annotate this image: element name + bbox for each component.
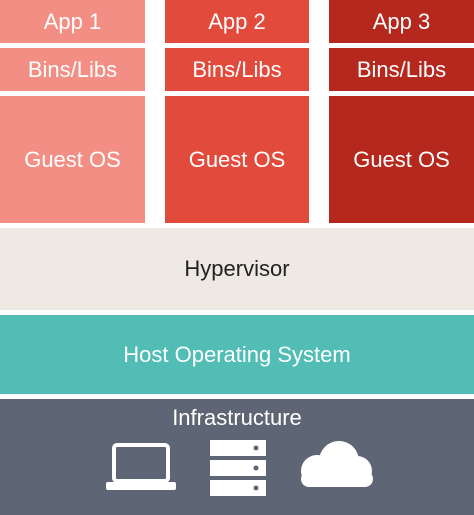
column-2-bins-libs: Bins/Libs [165, 48, 309, 91]
laptop-icon [106, 441, 176, 491]
column-3-bins-libs: Bins/Libs [329, 48, 474, 91]
column-3-guest-os: Guest OS [329, 96, 474, 223]
hypervisor-layer: Hypervisor [0, 228, 474, 310]
column-3-bins-libs-label: Bins/Libs [356, 56, 447, 82]
column-2-guest-os: Guest OS [165, 96, 309, 223]
host-os-layer: Host Operating System [0, 315, 474, 394]
hypervisor-label: Hypervisor [184, 256, 290, 281]
column-1-bins-libs-label: Bins/Libs [27, 56, 118, 82]
column-3-app: App 3 [329, 0, 474, 43]
column-2-bins-libs-label: Bins/Libs [192, 56, 282, 82]
column-2-app-label: App 2 [208, 8, 266, 34]
cloud-icon [295, 439, 375, 489]
column-1-app-label: App 1 [43, 8, 102, 34]
infrastructure-label: Infrastructure [172, 405, 302, 430]
column-3-guest-os-label: Guest OS [353, 146, 450, 172]
column-2-app: App 2 [165, 0, 309, 43]
column-1-bins-libs: Bins/Libs [0, 48, 145, 91]
host-os-label: Host Operating System [123, 341, 351, 367]
column-1-guest-os: Guest OS [0, 96, 145, 223]
column-2-guest-os-label: Guest OS [188, 146, 286, 172]
server-icon [210, 440, 266, 498]
column-1-app: App 1 [0, 0, 145, 43]
infrastructure-layer: Infrastructure [0, 399, 474, 515]
column-1-guest-os-label: Guest OS [24, 146, 121, 172]
column-3-app-label: App 3 [372, 8, 431, 34]
